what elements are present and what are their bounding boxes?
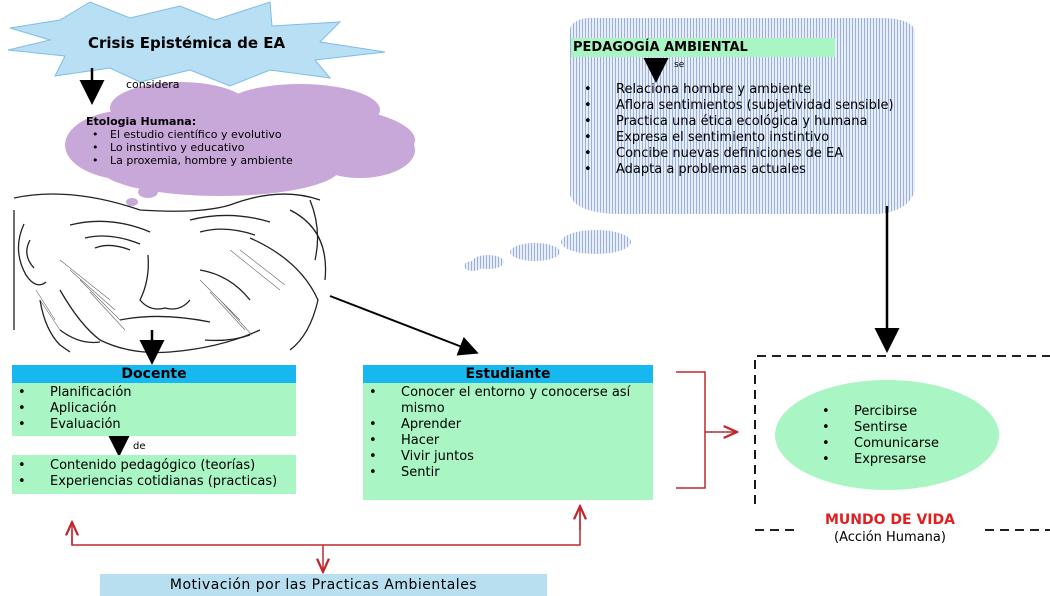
etologia-item: El estudio científico y evolutivo: [86, 128, 293, 141]
contenido-item: Experiencias cotidianas (practicas): [12, 474, 296, 490]
etologia-block: Etologia Humana: El estudio científico y…: [86, 115, 293, 167]
docente-header: Docente: [12, 365, 296, 383]
estudiante-item: Aprender: [363, 417, 653, 433]
mundo-dashed-frame: [754, 355, 1050, 504]
pedagogia-item: Relaciona hombre y ambiente: [578, 82, 908, 98]
etologia-item: La proxemia, hombre y ambiente: [86, 154, 293, 167]
etologia-list: El estudio científico y evolutivo Lo ins…: [86, 128, 293, 167]
mundo-title: MUNDO DE VIDA: [825, 512, 955, 528]
mundo-item: Percibirse: [816, 404, 939, 420]
pedagogia-item: Expresa el sentimiento instintivo: [578, 130, 908, 146]
mundo-item: Comunicarse: [816, 436, 939, 452]
arrow-face-estudiante: [329, 295, 479, 356]
pedagogia-item: Concibe nuevas definiciones de EA: [578, 146, 908, 162]
estudiante-item: Sentir: [363, 465, 653, 481]
human-face-illustration: [13, 193, 327, 354]
red-bracket: [676, 371, 706, 489]
pedagogia-item: Aflora sentimientos (subjetividad sensib…: [578, 98, 908, 114]
motivacion-box: Motivación por las Practicas Ambientales: [100, 574, 547, 596]
face-shading: [35, 249, 286, 336]
etologia-title: Etologia Humana:: [86, 115, 197, 128]
estudiante-box: Estudiante Conocer el entorno y conocers…: [363, 365, 653, 500]
crisis-connector-label: considera: [126, 78, 180, 91]
pedagogia-connector-label: se: [674, 60, 685, 70]
mundo-list: Percibirse Sentirse Comunicarse Expresar…: [816, 404, 939, 468]
pedagogia-list: Relaciona hombre y ambiente Aflora senti…: [578, 82, 908, 178]
estudiante-item: Hacer: [363, 433, 653, 449]
crisis-title: Crisis Epistémica de EA: [88, 34, 286, 52]
crisis-burst-shape: [7, 1, 386, 87]
docente-item: Evaluación: [12, 417, 296, 433]
docente-item: Planificación: [12, 385, 296, 401]
estudiante-header: Estudiante: [363, 365, 653, 383]
estudiante-item: Vivir juntos: [363, 449, 653, 465]
mundo-item: Sentirse: [816, 420, 939, 436]
docente-connector-label: de: [133, 441, 146, 452]
pedagogia-item: Adapta a problemas actuales: [578, 162, 908, 178]
contenido-box: Contenido pedagógico (teorías) Experienc…: [12, 455, 296, 494]
etologia-item: Lo instintivo y educativo: [86, 141, 293, 154]
estudiante-list: Conocer el entorno y conocerse así mismo…: [363, 383, 653, 500]
red-feedback-loop: [71, 506, 581, 546]
estudiante-item: Conocer el entorno y conocerse así mismo: [363, 385, 653, 417]
mundo-item: Expresarse: [816, 452, 939, 468]
docente-box: Docente Planificación Aplicación Evaluac…: [12, 365, 296, 436]
pedagogia-title: PEDAGOGÍA AMBIENTAL: [571, 38, 835, 57]
docente-list: Planificación Aplicación Evaluación: [12, 383, 296, 436]
mundo-subtitle: (Acción Humana): [834, 530, 946, 545]
docente-item: Aplicación: [12, 401, 296, 417]
contenido-item: Contenido pedagógico (teorías): [12, 458, 296, 474]
pedagogia-item: Practica una ética ecológica y humana: [578, 114, 908, 130]
